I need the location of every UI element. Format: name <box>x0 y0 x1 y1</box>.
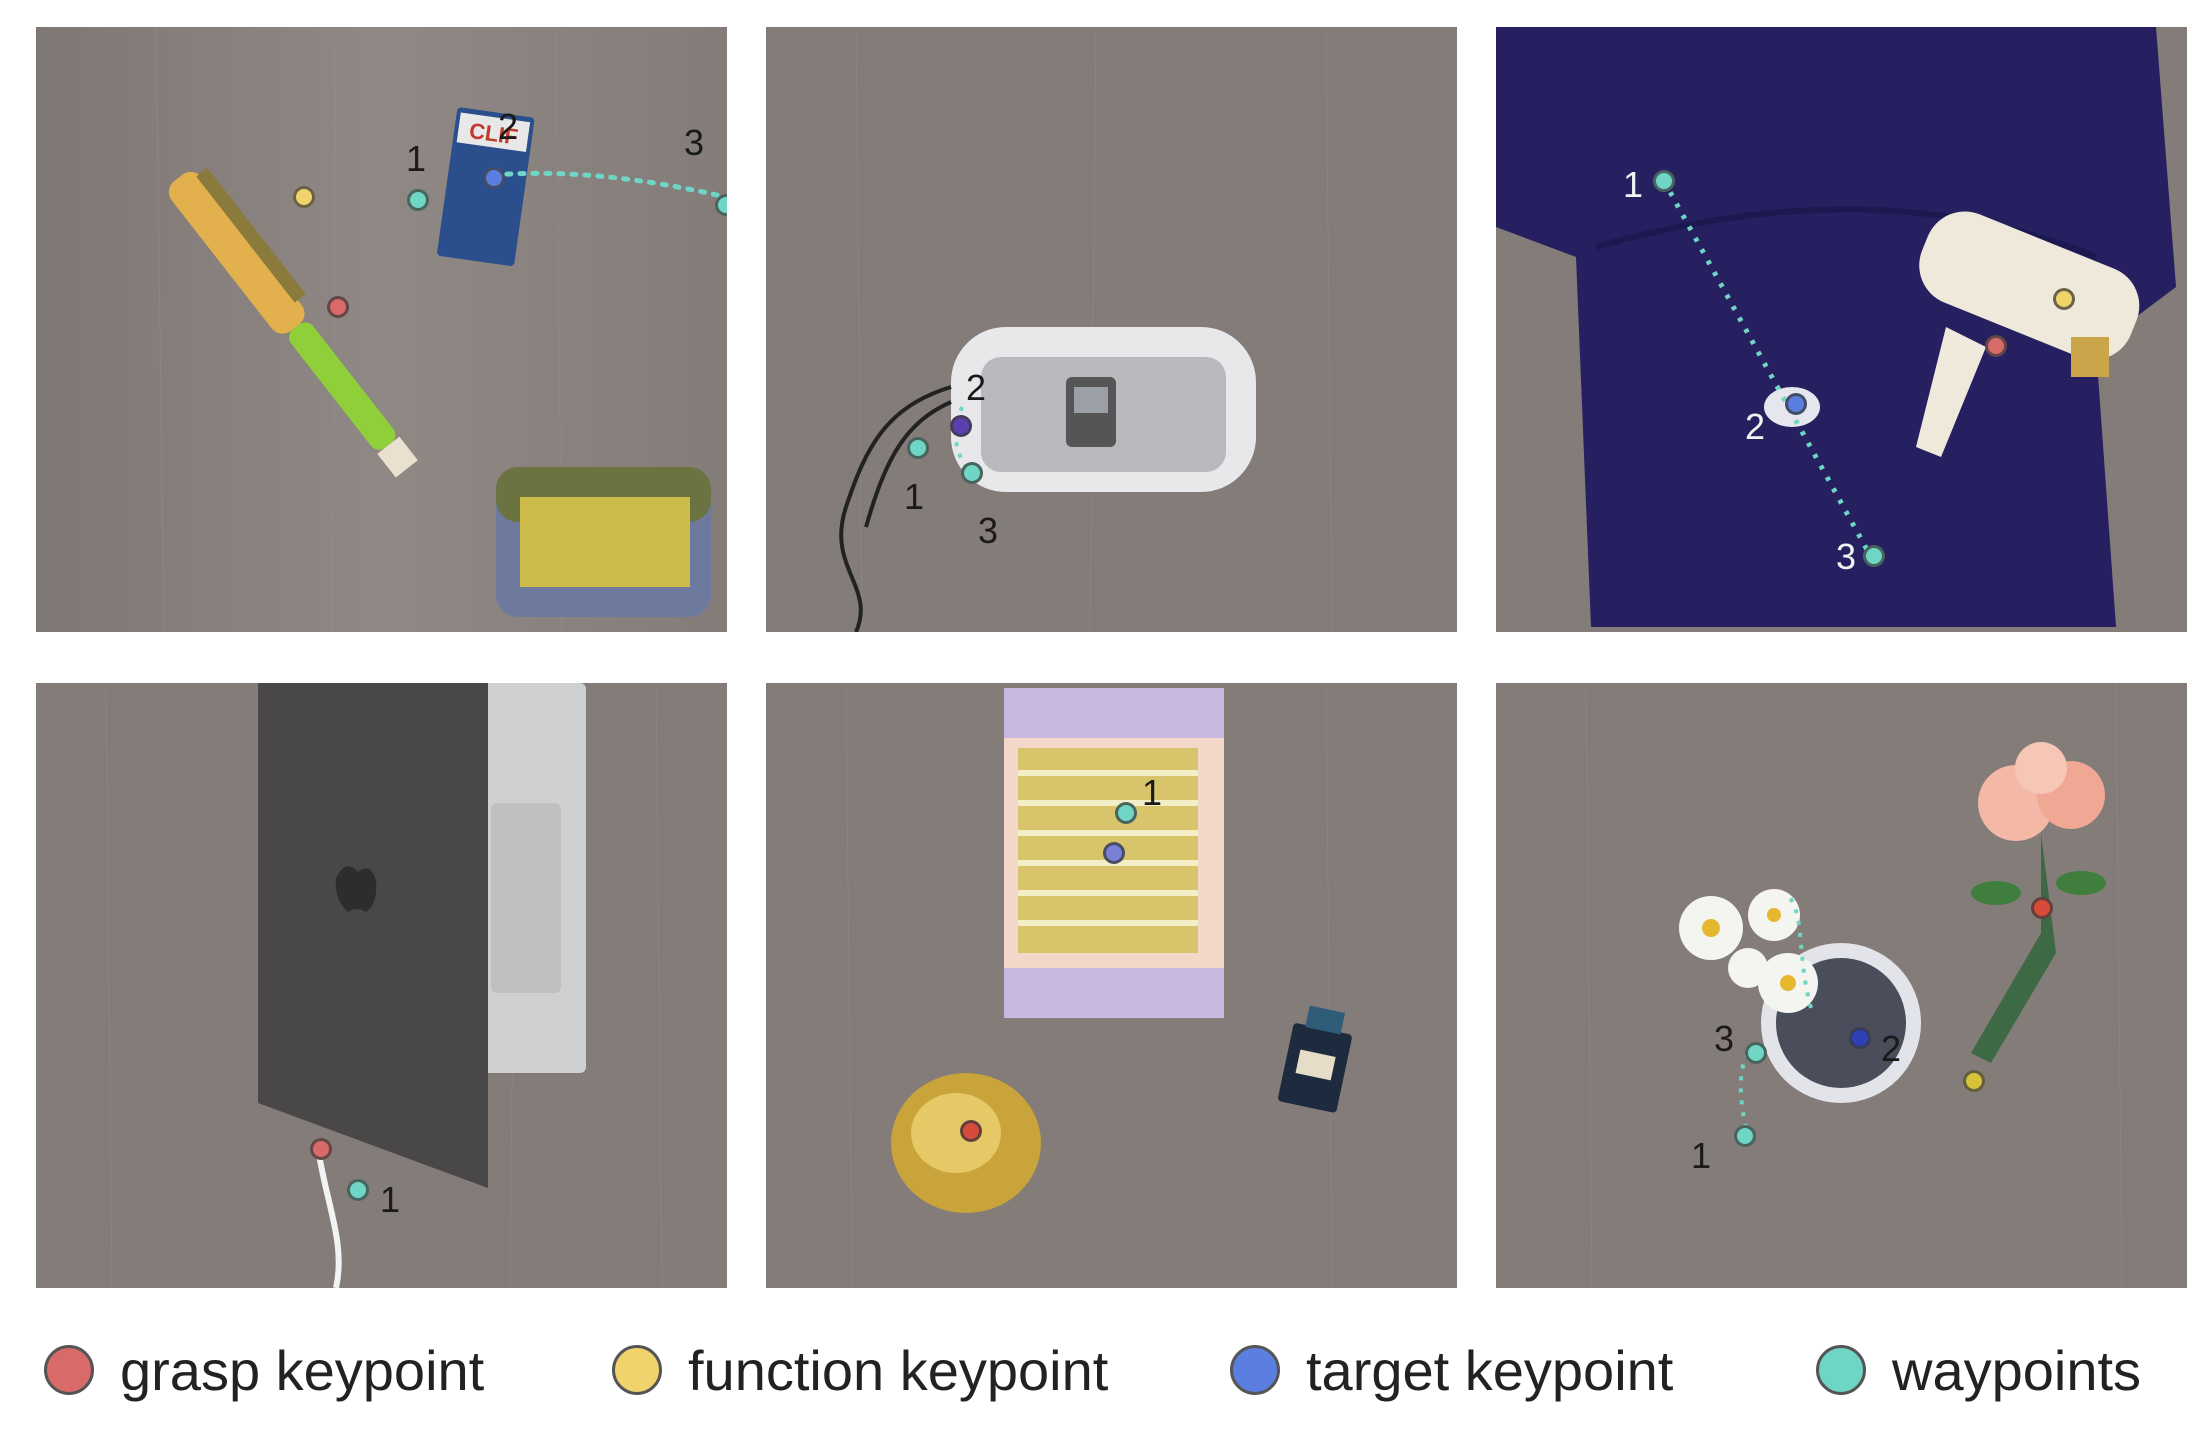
waypoint-label: 1 <box>379 1179 401 1220</box>
legend-item-function: function keypoint <box>612 1330 1108 1410</box>
target-keypoint-marker <box>1103 842 1125 864</box>
waypoint-label: 1 <box>1690 1135 1712 1176</box>
target-keypoint-marker <box>1849 1027 1871 1049</box>
waypoint-marker <box>1734 1125 1756 1147</box>
clif-bar: CLIF <box>437 107 535 266</box>
target-keypoint-marker <box>950 415 972 437</box>
legend-label: function keypoint <box>688 1338 1109 1402</box>
grasp-keypoint-marker <box>2031 897 2053 919</box>
function-keypoint-marker <box>1963 1070 1985 1092</box>
brush-scene-image: CLIF <box>36 27 727 632</box>
legend-label: target keypoint <box>1306 1338 1674 1402</box>
waypoint-label: 3 <box>683 122 705 163</box>
function-keypoint-marker <box>2053 288 2075 310</box>
waypoint-label: 1 <box>1141 772 1163 813</box>
waypoint-label: 2 <box>965 367 987 408</box>
function-keypoint-marker <box>293 186 315 208</box>
waypoint-marker <box>1653 170 1675 192</box>
laptop-scene-image <box>36 683 727 1288</box>
waypoint-label: 3 <box>1713 1018 1735 1059</box>
daisies <box>1679 889 1818 1013</box>
flowers-scene-image <box>1496 683 2187 1288</box>
legend-item-grasp: grasp keypoint <box>44 1330 484 1410</box>
waypoint-marker <box>407 189 429 211</box>
target-keypoint-marker <box>483 167 505 189</box>
waypoint-label: 1 <box>405 138 427 179</box>
keypoint-legend: grasp keypoint function keypoint target … <box>0 1330 2204 1410</box>
legend-label: waypoints <box>1892 1338 2142 1402</box>
gift-box <box>1004 688 1224 1018</box>
grasp-keypoint-marker <box>1985 335 2007 357</box>
waypoint-label: 1 <box>903 476 925 517</box>
legend-item-waypoints: waypoints <box>1816 1330 2141 1410</box>
laptop <box>258 683 586 1188</box>
lint-roller <box>1916 211 2140 457</box>
panel-brush-scene: CLIF 1 2 3 <box>36 27 727 632</box>
legend-label: grasp keypoint <box>120 1338 485 1402</box>
waypoint-marker <box>347 1179 369 1201</box>
panel-sweater-scene: 1 2 3 <box>1496 27 2187 632</box>
waypoint-marker <box>715 194 727 216</box>
grasp-dot-icon <box>44 1345 94 1395</box>
function-dot-icon <box>612 1345 662 1395</box>
hair-brush <box>168 167 418 478</box>
gold-tinsel <box>891 1073 1041 1213</box>
waypoint-marker <box>1745 1042 1767 1064</box>
eyeglass-case <box>496 467 711 617</box>
waypoint-label: 2 <box>1744 406 1766 447</box>
ultrasonic-cleaner <box>951 327 1256 492</box>
pink-roses <box>1971 742 2106 1063</box>
waypoint-dot-icon <box>1816 1345 1866 1395</box>
panel-flowers-scene: 3 2 1 <box>1496 683 2187 1288</box>
waypoint-label: 1 <box>1622 164 1644 205</box>
waypoint-label: 3 <box>1835 536 1857 577</box>
waypoint-marker <box>907 437 929 459</box>
panel-laptop-scene: 1 <box>36 683 727 1288</box>
target-dot-icon <box>1230 1345 1280 1395</box>
waypoint-marker <box>1863 545 1885 567</box>
target-keypoint-marker <box>1785 393 1807 415</box>
panel-watch-scene: 2 1 3 <box>766 27 1457 632</box>
giftbox-scene-image <box>766 683 1457 1288</box>
waypoint-label: 2 <box>1880 1028 1902 1069</box>
legend-item-target: target keypoint <box>1230 1330 1673 1410</box>
waypoint-marker <box>961 462 983 484</box>
grasp-keypoint-marker <box>960 1120 982 1142</box>
watch-scene-image <box>766 27 1457 632</box>
panel-giftbox-scene: 1 <box>766 683 1457 1288</box>
grasp-keypoint-marker <box>327 296 349 318</box>
waypoint-label: 3 <box>977 510 999 551</box>
waypoint-label: 2 <box>497 106 519 147</box>
perfume-bottle <box>1278 1005 1352 1113</box>
grasp-keypoint-marker <box>310 1138 332 1160</box>
waypoint-marker <box>1115 802 1137 824</box>
